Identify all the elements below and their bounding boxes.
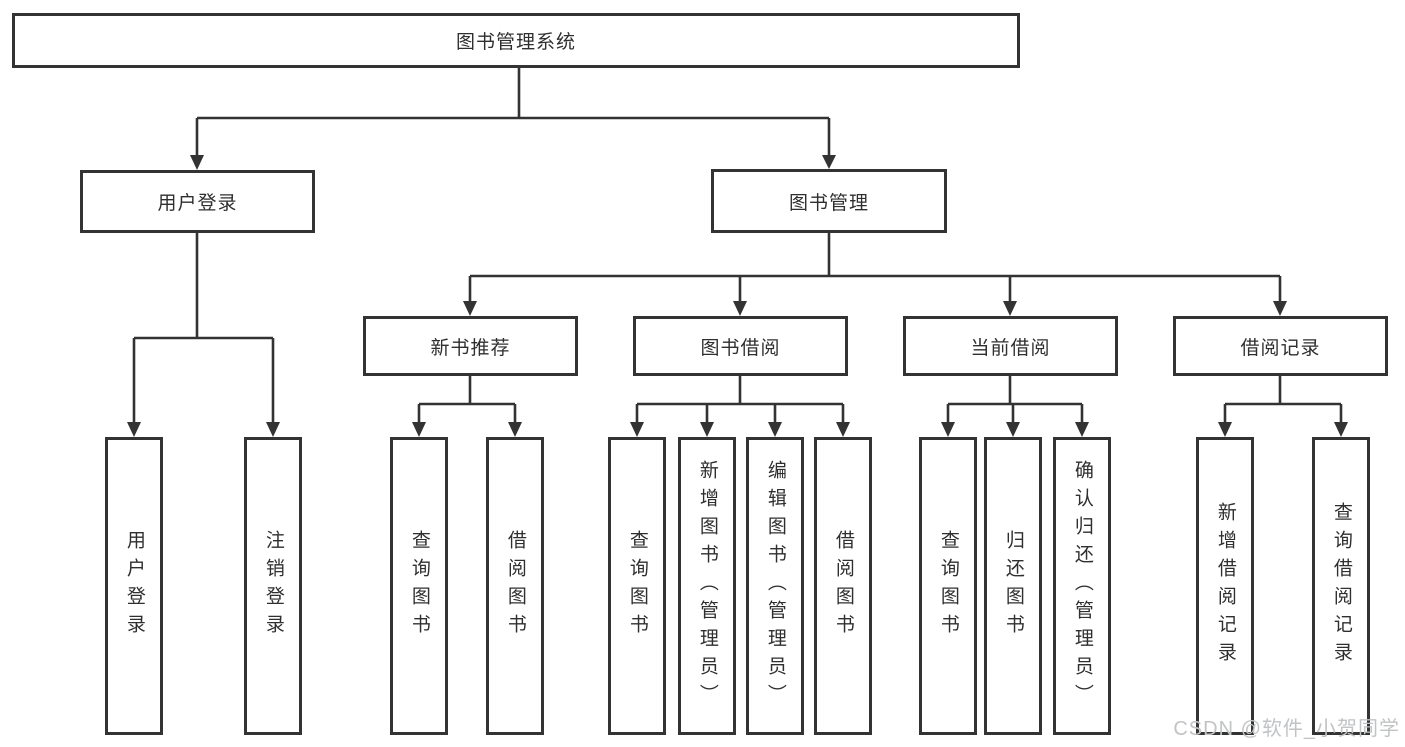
node-root: 图书管理系统 (12, 13, 1020, 68)
node-new-book-recommend-label: 新书推荐 (430, 337, 511, 359)
leaf-query-books-recommend: 查询图书 (390, 437, 448, 735)
leaf-add-borrow-record-label: 新增借阅记录 (1214, 502, 1236, 670)
leaf-query-borrow-record: 查询借阅记录 (1312, 437, 1370, 735)
leaf-user-login-label: 用户登录 (123, 530, 145, 642)
leaf-edit-book-admin: 编辑图书（管理员） (746, 437, 804, 735)
leaf-return-book: 归还图书 (984, 437, 1042, 735)
node-root-label: 图书管理系统 (455, 32, 576, 53)
node-book-management-label: 图书管理 (788, 192, 869, 214)
node-book-borrow-label: 图书借阅 (700, 337, 781, 359)
leaf-borrow-books-recommend: 借阅图书 (486, 437, 544, 735)
arrowheads (127, 155, 1348, 437)
node-book-borrow: 图书借阅 (633, 316, 848, 376)
node-borrow-records-label: 借阅记录 (1240, 337, 1321, 359)
leaf-borrow-books-recommend-label: 借阅图书 (504, 530, 526, 642)
node-current-borrow: 当前借阅 (903, 316, 1118, 376)
leaf-add-book-admin: 新增图书（管理员） (678, 437, 736, 735)
node-user-login: 用户登录 (80, 170, 315, 233)
leaf-confirm-return-admin: 确认归还（管理员） (1053, 437, 1111, 735)
leaf-return-book-label: 归还图书 (1002, 530, 1024, 642)
leaf-logout: 注销登录 (244, 437, 302, 735)
leaf-add-borrow-record: 新增借阅记录 (1196, 437, 1254, 735)
leaf-borrow-books: 借阅图书 (814, 437, 872, 735)
leaf-query-books-borrow-label: 查询图书 (626, 530, 648, 642)
leaf-query-books-borrow: 查询图书 (608, 437, 666, 735)
node-book-management: 图书管理 (711, 169, 947, 233)
leaf-query-books-current-label: 查询图书 (937, 530, 959, 642)
node-user-login-label: 用户登录 (157, 193, 238, 214)
csdn-watermark: CSDN @软件_小贺同学 (1173, 718, 1400, 740)
node-borrow-records: 借阅记录 (1173, 316, 1388, 376)
leaf-query-books-recommend-label: 查询图书 (408, 530, 430, 642)
node-current-borrow-label: 当前借阅 (970, 337, 1051, 359)
leaf-query-books-current: 查询图书 (919, 437, 977, 735)
leaf-borrow-books-label: 借阅图书 (832, 530, 854, 642)
leaf-confirm-return-admin-label: 确认归还（管理员） (1071, 460, 1093, 712)
node-new-book-recommend: 新书推荐 (363, 316, 578, 376)
leaf-logout-label: 注销登录 (262, 530, 284, 642)
leaf-query-borrow-record-label: 查询借阅记录 (1330, 502, 1352, 670)
leaf-user-login: 用户登录 (105, 437, 163, 735)
leaf-add-book-admin-label: 新增图书（管理员） (696, 460, 718, 712)
leaf-edit-book-admin-label: 编辑图书（管理员） (764, 460, 786, 712)
